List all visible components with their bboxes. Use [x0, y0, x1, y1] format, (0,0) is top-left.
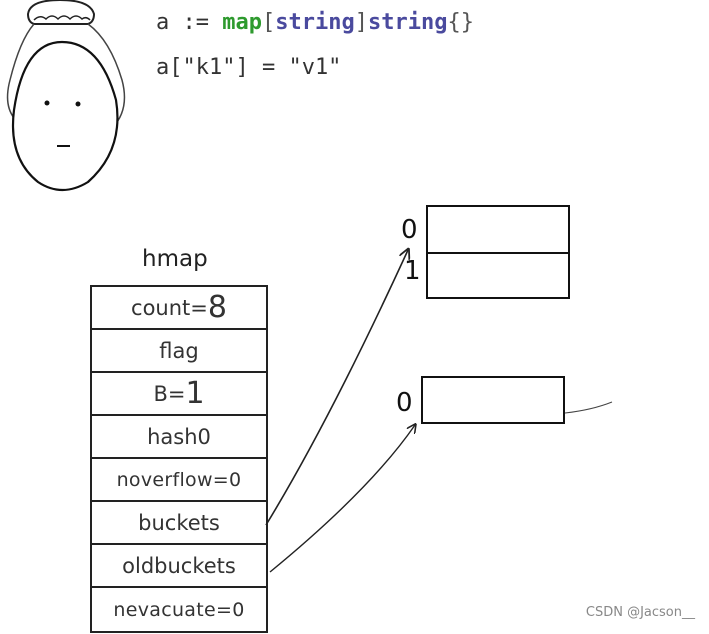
overflow-link-line — [564, 401, 613, 414]
bucket-divider — [428, 252, 568, 254]
watermark: CSDN @Jacson__ — [585, 605, 695, 620]
code-lbracket: [ — [262, 10, 276, 35]
hmap-field-buckets: buckets — [92, 502, 266, 545]
hmap-field-flag: flag — [92, 330, 266, 373]
hmap-field-b-value: 1 — [185, 375, 205, 411]
hmap-field-nevacuate: nevacuate=0 — [113, 598, 245, 621]
oldbuckets-array — [421, 376, 565, 424]
hmap-field-hash0: hash0 — [92, 416, 266, 459]
hmap-field-count-value: 8 — [207, 289, 227, 325]
bucket-index-1: 1 — [404, 256, 421, 286]
code-key-type: string — [275, 10, 355, 35]
hmap-field-count: count=8 — [92, 287, 266, 330]
code-var: a — [156, 10, 170, 35]
eye-right-icon — [75, 101, 81, 107]
code-rbracket: ] — [354, 10, 368, 35]
buckets-pointer-arrow — [265, 250, 408, 526]
hmap-field-b: B=1 — [92, 373, 266, 416]
code-braces: {} — [447, 10, 474, 35]
code-map-keyword: map — [222, 10, 262, 35]
oldbucket-index-0: 0 — [396, 388, 413, 418]
gopher-character-illustration — [6, 0, 126, 192]
code-assign-op: := — [182, 10, 210, 35]
hmap-struct-table: count=8 flag B=1 hash0 noverflow=0 bucke… — [90, 285, 268, 633]
bucket-index-0: 0 — [401, 215, 418, 245]
oldbuckets-pointer-arrow — [269, 425, 415, 573]
hmap-field-noverflow: noverflow=0 — [92, 459, 266, 502]
hmap-field-oldbuckets: oldbuckets — [92, 545, 266, 588]
hmap-title: hmap — [142, 246, 208, 272]
hmap-field-count-label: count= — [131, 295, 208, 320]
code-line-assignment: a["k1"] = "v1" — [156, 55, 342, 80]
hmap-field-b-label: B= — [153, 381, 186, 406]
code-value-type: string — [367, 10, 448, 35]
code-line-map-declaration: a := map[string]string{} — [156, 10, 474, 35]
eye-left-icon — [44, 100, 50, 106]
buckets-array — [426, 205, 570, 299]
